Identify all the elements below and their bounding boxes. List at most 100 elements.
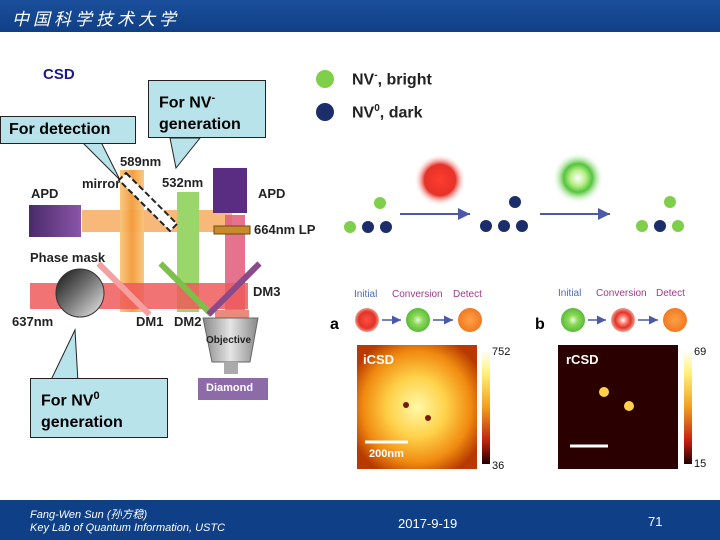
mirror-element [117, 171, 179, 233]
icsd-scale-label: 200nm [369, 448, 404, 460]
icsd-map-image [357, 345, 477, 469]
callout-nvminus: For NV- generation [148, 80, 266, 138]
apd-left-box [29, 205, 81, 237]
legend-bright-suffix: , bright [377, 71, 432, 89]
panel-a-initial-spot [355, 308, 379, 332]
panel-a-step-detect: Detect [453, 289, 482, 300]
nv-dot [380, 221, 392, 233]
diamond-block [198, 378, 268, 400]
apd-left-label: APD [31, 186, 59, 201]
callout-pointer-nvminus [169, 137, 202, 170]
callout-pointer-nv0 [49, 328, 79, 383]
legend-dark-sup: 0 [374, 103, 380, 114]
rcsd-colorbar-min: 15 [694, 458, 707, 470]
diamond-label: Diamond [206, 382, 254, 394]
panel-b-letter: b [535, 316, 545, 333]
dm1-element [96, 261, 152, 317]
objective-label: Objective [206, 335, 252, 346]
rcsd-colorbar [684, 350, 692, 464]
panel-b-step-conversion: Conversion [596, 288, 647, 299]
callout-nv0: For NV0 generation [30, 378, 168, 438]
green-donut-spot [552, 152, 604, 204]
university-title: 中国科学技术大学 [12, 10, 180, 30]
footer-bar: Fang-Wen Sun (孙方稳) Key Lab of Quantum In… [0, 500, 720, 540]
rcsd-map-title: rCSD [566, 352, 599, 367]
footer-lab: Key Lab of Quantum Information, USTC [30, 522, 226, 534]
panel-b-detect-spot [663, 308, 687, 332]
legend-dark-label: NV0, dark [352, 103, 422, 122]
legend-dark-prefix: NV [352, 104, 375, 122]
footer-author: Fang-Wen Sun (孙方稳) [30, 509, 148, 521]
callout-nv0-sup: 0 [93, 390, 100, 402]
legend-bright-dot [316, 70, 334, 88]
nv-dot [636, 220, 648, 232]
dm2-element [158, 261, 214, 317]
legend-dark-suffix: , dark [379, 104, 423, 122]
panel-a-conversion-spot [406, 308, 430, 332]
callout-detection-text: For detection [9, 121, 111, 138]
slide-number: 71 [648, 514, 663, 529]
mirror-label: mirror [82, 176, 121, 191]
icsd-map-dip [403, 402, 409, 408]
nv-dot [362, 221, 374, 233]
legend-bright-label: NV-, bright [352, 70, 432, 89]
callout-pointer-detection [78, 139, 121, 181]
panel-a-letter: a [330, 316, 339, 333]
rcsd-map-image [558, 345, 678, 469]
csd-label: CSD [43, 66, 75, 83]
wavelength-637-label: 637nm [12, 314, 54, 329]
header-bar: 中国科学技术大学 [0, 0, 720, 32]
panel-a-step-conversion: Conversion [392, 289, 443, 300]
rcsd-map-spot [599, 387, 609, 397]
apd-right-label: APD [258, 186, 286, 201]
wavelength-532-label: 532nm [162, 175, 204, 190]
nv-dot [498, 220, 510, 232]
nv-dot [516, 220, 528, 232]
nv-dot [654, 220, 666, 232]
phase-mask-label: Phase mask [30, 250, 106, 265]
apd-right-box [213, 168, 247, 213]
icsd-colorbar-max: 752 [492, 346, 511, 358]
panel-a-detect-spot [458, 308, 482, 332]
icsd-colorbar [482, 350, 490, 464]
nv-dot [480, 220, 492, 232]
lp-filter-label: 664nm LP [254, 222, 316, 237]
icsd-map-dip [425, 415, 431, 421]
beam-combined [215, 310, 249, 320]
panel-b-step-initial: Initial [558, 288, 582, 299]
icsd-colorbar-min: 36 [492, 460, 505, 472]
nv-dot [374, 197, 386, 209]
footer-date: 2017-9-19 [398, 516, 458, 531]
nv-dot [664, 196, 676, 208]
callout-nv0-prefix: For NV [41, 392, 94, 410]
red-excitation-spot [414, 154, 466, 206]
wavelength-589-label: 589nm [120, 154, 162, 169]
panel-b-initial-spot [561, 308, 585, 332]
callout-nv0-suffix: generation [41, 414, 123, 432]
objective-tip [224, 362, 238, 374]
nv-dot [509, 196, 521, 208]
callout-nvminus-prefix: For NV [159, 94, 212, 112]
lp-filter [213, 225, 251, 235]
legend-bright-sup: - [374, 70, 378, 81]
nv-dot [672, 220, 684, 232]
callout-nvminus-sup: - [211, 92, 216, 104]
panel-a-step-initial: Initial [354, 289, 378, 300]
dm2-label: DM2 [174, 314, 202, 329]
dm3-label: DM3 [253, 284, 281, 299]
nv-dot [344, 221, 356, 233]
dm3-element [206, 261, 262, 317]
rcsd-colorbar-max: 69 [694, 346, 707, 358]
legend-dark-dot [316, 103, 334, 121]
panel-b-conversion-spot [611, 308, 635, 332]
callout-detection: For detection [0, 116, 136, 144]
objective-body [202, 317, 259, 363]
rcsd-map-spot [624, 401, 634, 411]
panel-b-step-detect: Detect [656, 288, 685, 299]
phase-mask-disc [55, 268, 105, 318]
icsd-map-title: iCSD [363, 352, 395, 367]
legend-bright-prefix: NV [352, 71, 375, 89]
callout-nvminus-suffix: generation [159, 116, 241, 134]
dm1-label: DM1 [136, 314, 164, 329]
